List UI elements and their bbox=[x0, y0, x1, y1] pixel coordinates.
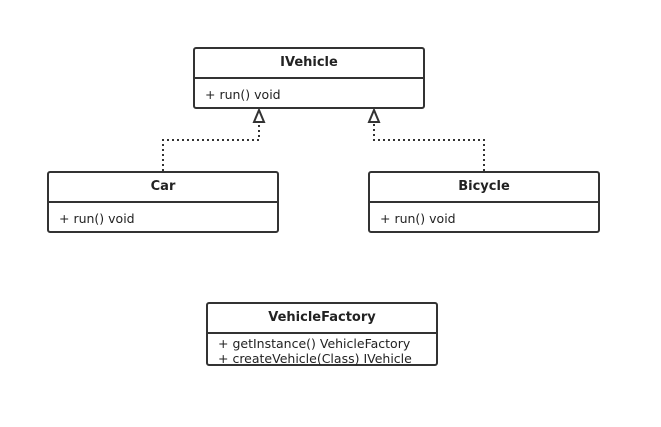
member-bicycle-run: + run() void bbox=[380, 211, 456, 226]
class-name-vehicle-factory: VehicleFactory bbox=[208, 304, 436, 334]
class-name-ivehicle: IVehicle bbox=[195, 49, 423, 79]
class-members-bicycle: + run() void bbox=[370, 203, 598, 226]
class-name-car: Car bbox=[49, 173, 277, 203]
realization-bicycle-ivehicle bbox=[367, 107, 485, 171]
member-car-run: + run() void bbox=[59, 211, 135, 226]
class-members-car: + run() void bbox=[49, 203, 277, 226]
member-factory-get-instance: + getInstance() VehicleFactory bbox=[218, 336, 411, 351]
member-ivehicle-run: + run() void bbox=[205, 87, 281, 102]
class-members-vehicle-factory: + getInstance() VehicleFactory + createV… bbox=[208, 334, 436, 366]
member-factory-create-vehicle: + createVehicle(Class) IVehicle bbox=[218, 351, 412, 366]
class-name-bicycle: Bicycle bbox=[370, 173, 598, 203]
class-bicycle[interactable]: Bicycle + run() void bbox=[368, 171, 600, 233]
class-car[interactable]: Car + run() void bbox=[47, 171, 279, 233]
realization-car-ivehicle bbox=[162, 107, 266, 171]
class-vehicle-factory[interactable]: VehicleFactory + getInstance() VehicleFa… bbox=[206, 302, 438, 366]
class-members-ivehicle: + run() void bbox=[195, 79, 423, 102]
class-ivehicle[interactable]: IVehicle + run() void bbox=[193, 47, 425, 109]
